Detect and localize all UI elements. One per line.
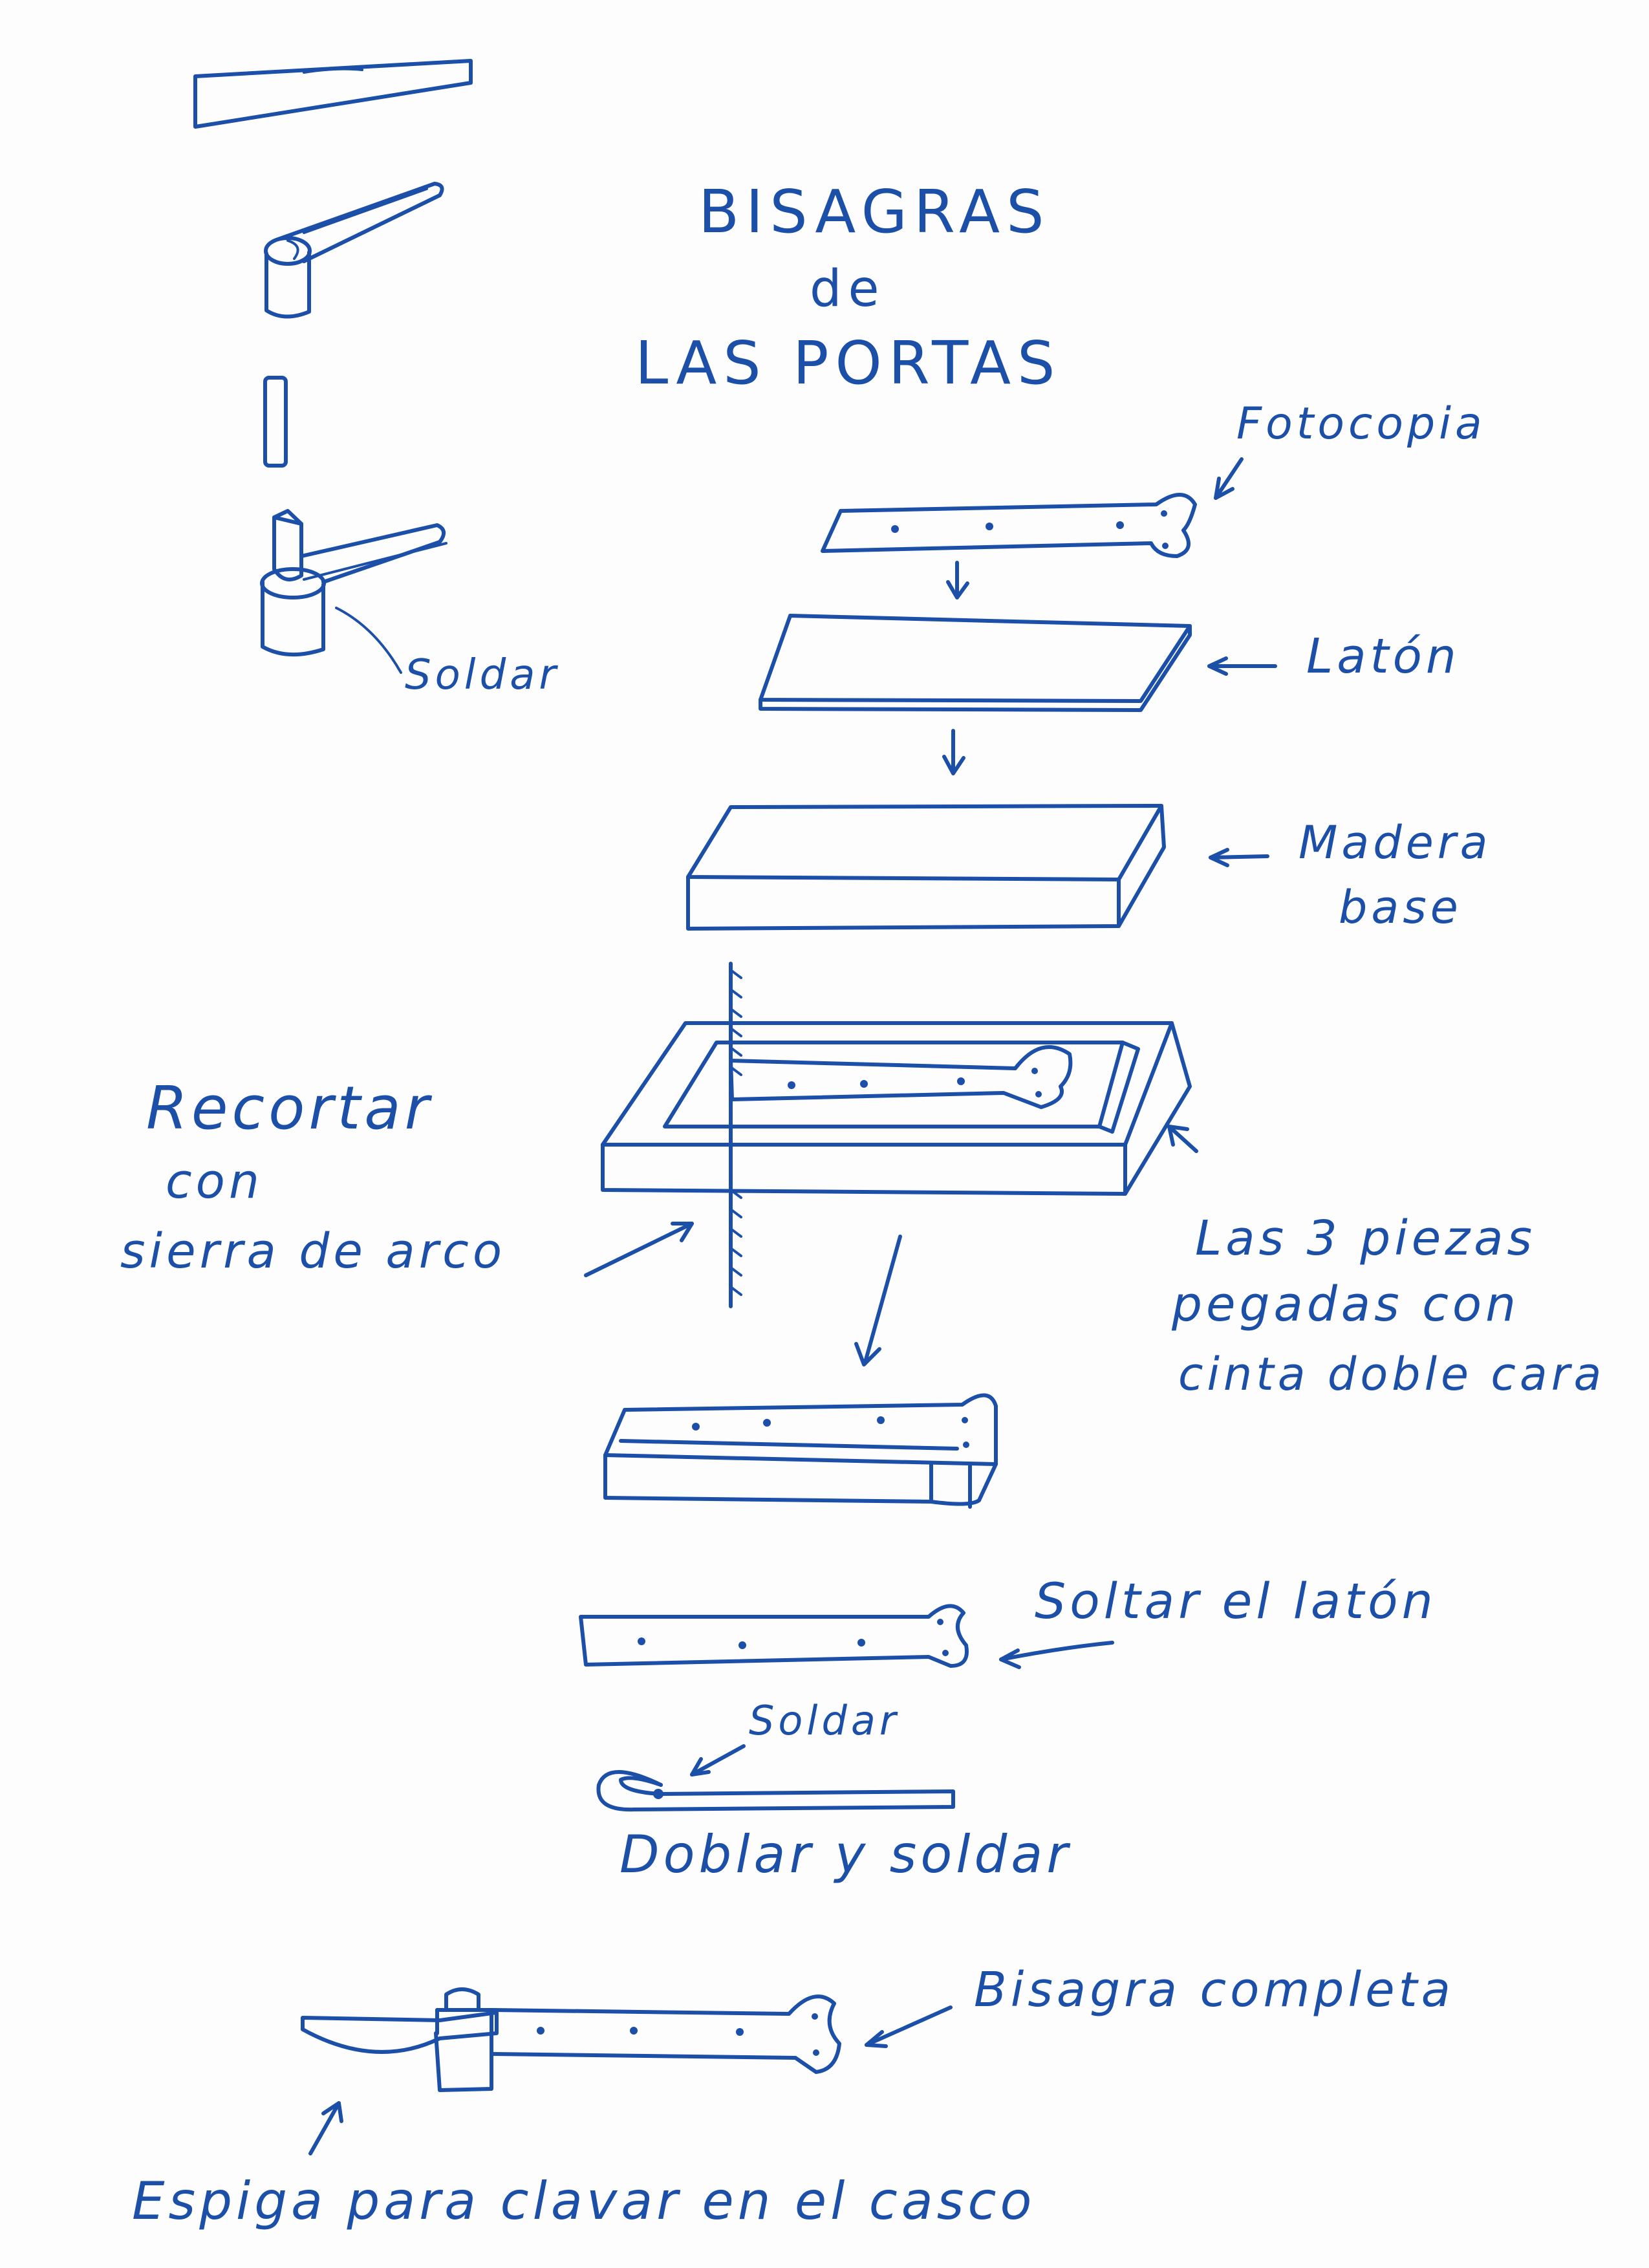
label-recortar-line-2: con — [166, 1154, 263, 1209]
pin-drawing — [263, 376, 288, 468]
label-espiga: Espiga para clavar en el casco — [132, 2171, 1036, 2231]
label-laton: Latón — [1306, 629, 1460, 684]
title-line-3: LAS PORTAS — [635, 329, 1062, 398]
label-soldar-small: Soldar — [749, 1697, 900, 1744]
released-strip-drawing — [579, 1604, 1114, 1669]
arrow-down-3 — [854, 1235, 902, 1366]
photocopy-strip-drawing — [821, 457, 1244, 558]
label-soldar-left: Soldar — [405, 651, 560, 699]
wood-base-drawing — [686, 804, 1269, 931]
arrow-down-2 — [942, 729, 965, 775]
label-doblar: Doblar y soldar — [620, 1824, 1072, 1885]
complete-hinge-drawing — [301, 1987, 953, 2155]
label-madera-line-1: Madera — [1299, 816, 1492, 869]
label-recortar-line-3: sierra de arco — [120, 1224, 506, 1279]
bent-strip-drawing — [596, 1744, 955, 1812]
spike-part-drawing — [193, 59, 473, 129]
stacked-assembly-drawing — [584, 962, 1198, 1308]
cut-piece-drawing — [603, 1393, 998, 1509]
title-line-2: de — [810, 260, 886, 318]
knuckle-arm-drawing — [264, 182, 444, 319]
label-piezas-line-3: cinta doble cara — [1178, 1348, 1606, 1401]
label-piezas-line-2: pegadas con — [1172, 1277, 1520, 1332]
arrow-down-1 — [946, 561, 969, 599]
label-bisagra-completa: Bisagra completa — [974, 1962, 1454, 2018]
label-recortar-line-1: Recortar — [146, 1074, 433, 1143]
label-fotocopia: Fotocopia — [1236, 398, 1486, 449]
assembled-knuckle-drawing — [260, 509, 447, 674]
label-madera-line-2: base — [1339, 881, 1462, 934]
label-soltar: Soltar el latón — [1035, 1572, 1437, 1630]
title-line-1: BISAGRAS — [698, 177, 1051, 246]
brass-plate-drawing — [759, 614, 1277, 712]
label-piezas-line-1: Las 3 piezas — [1195, 1211, 1536, 1266]
